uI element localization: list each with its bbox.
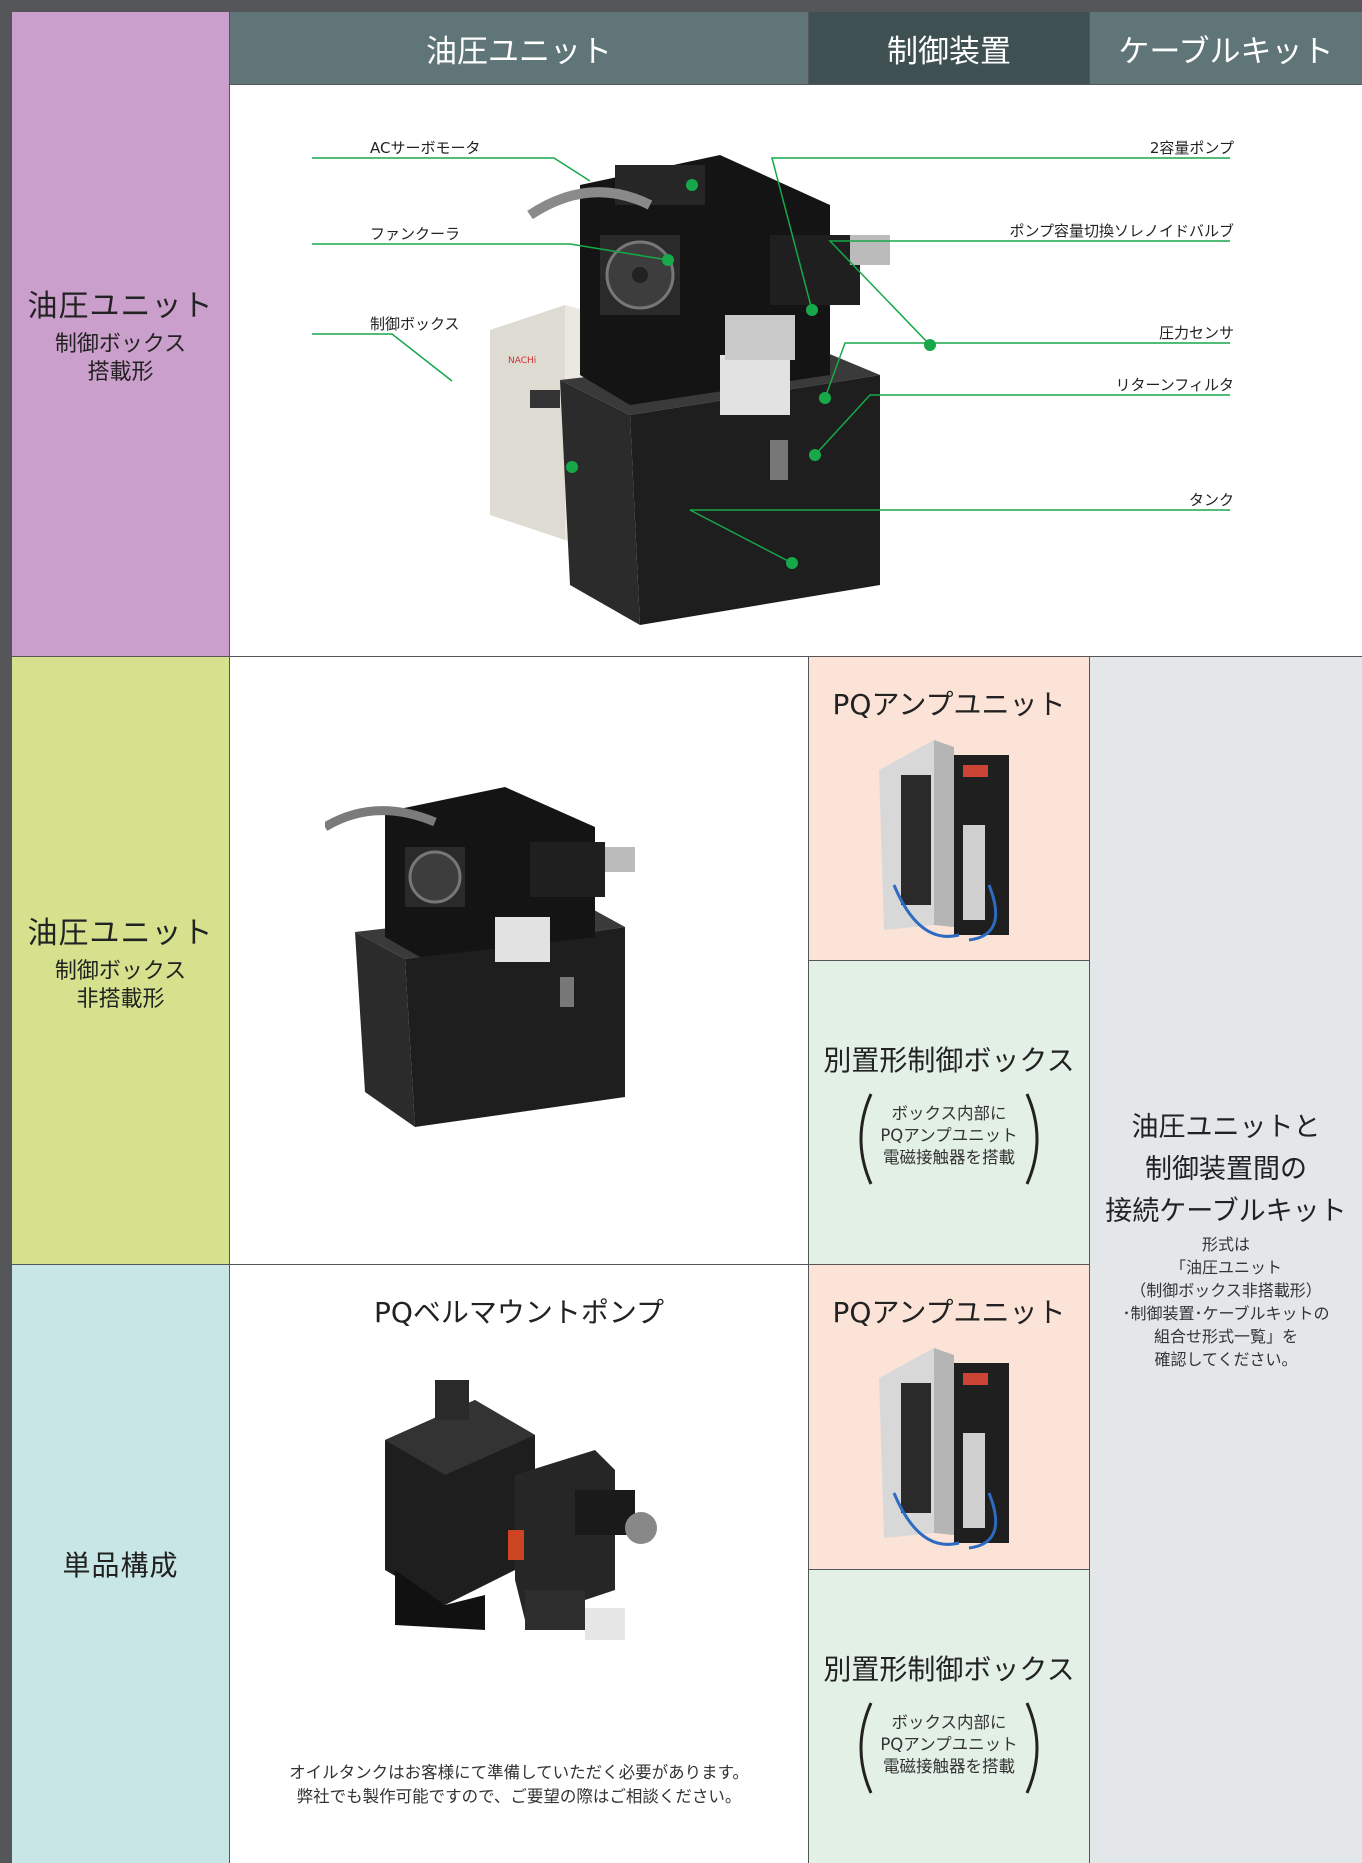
header-hydraulic-unit: 油圧ユニット — [230, 12, 808, 84]
cable-note-line-1: 形式は — [1201, 1235, 1250, 1254]
cable-title-line-3: 接続ケーブルキット — [1105, 1196, 1347, 1227]
amp-unit-image-row2 — [879, 740, 1009, 942]
box-note-line-1: ボックス内部に — [891, 1713, 1007, 1732]
separate-box-title-row3: 別置形制御ボックス — [823, 1653, 1075, 1686]
header-cable-label: ケーブルキット — [1118, 33, 1334, 70]
cable-note-line-5: 組合せ形式一覧」を — [1153, 1327, 1298, 1346]
svg-text:NACHi: NACHi — [508, 356, 536, 366]
cable-title-line-1: 油圧ユニットと — [1131, 1112, 1321, 1143]
amp-unit-title-row3: PQアンプユニット — [832, 1296, 1066, 1329]
parenthesis-icon — [859, 1702, 1039, 1794]
separate-box-note-row2: ボックス内部に PQアンプユニット 電磁接触器を搭載 — [849, 1089, 1049, 1189]
callout-tank: タンク — [1188, 491, 1234, 509]
header-cable-kit: ケーブルキット — [1090, 12, 1362, 84]
amp-unit-title-row2: PQアンプユニット — [832, 688, 1066, 721]
callout-solenoid-valve: ポンプ容量切換ソレノイドバルブ — [1009, 222, 1234, 240]
row-label-single-components: 単品構成 — [12, 1265, 229, 1863]
cable-note-line-4: ･制御装置･ケーブルキットの — [1122, 1304, 1330, 1323]
callout-pressure-sensor: 圧力センサ — [1158, 324, 1234, 342]
callout-control-box: 制御ボックス — [370, 315, 460, 333]
row1-main-label: 油圧ユニット — [27, 289, 214, 324]
callout-ac-servo-motor: ACサーボモータ — [370, 139, 481, 157]
pump-note-line-1: オイルタンクはお客様にて準備していただく必要があります。 — [289, 1763, 749, 1782]
callout-lines — [312, 157, 1230, 564]
cable-kit-cell: 油圧ユニットと 制御装置間の 接続ケーブルキット 形式は 「油圧ユニット （制御… — [1090, 657, 1362, 1863]
hydraulic-unit-with-box-image: NACHi — [490, 155, 936, 625]
separate-box-note-row3: ボックス内部に PQアンプユニット 電磁接触器を搭載 — [849, 1698, 1049, 1798]
row-label-box-separate: 油圧ユニット 制御ボックス 非搭載形 — [12, 657, 229, 1264]
box-note-line-3: 電磁接触器を搭載 — [883, 1148, 1015, 1167]
hydraulic-unit-image — [325, 787, 635, 1127]
amp-unit-image-row3 — [879, 1348, 1009, 1550]
box-note-line-3: 電磁接触器を搭載 — [883, 1757, 1015, 1776]
pump-note-line-2: 弊社でも製作可能ですので、ご要望の際はご相談ください。 — [296, 1787, 742, 1806]
row3-main-label: 単品構成 — [62, 1549, 179, 1582]
callout-fan-cooler: ファンクーラ — [370, 225, 461, 243]
row2-sub-label-2: 非搭載形 — [76, 986, 165, 1012]
cable-note-line-2: 「油圧ユニット — [1169, 1258, 1282, 1277]
separate-box-cell-row2: 別置形制御ボックス ボックス内部に PQアンプユニット 電磁接触器を搭載 — [809, 961, 1089, 1264]
bell-mount-pump-cell: PQベルマウントポンプ オイルタンクはお客様にて準備していただく必要があります。… — [230, 1265, 808, 1863]
mounted-unit-diagram: NACHi — [230, 85, 1362, 656]
cable-note-line-6: 確認してください。 — [1154, 1350, 1298, 1369]
separate-box-cell-row3: 別置形制御ボックス ボックス内部に PQアンプユニット 電磁接触器を搭載 — [809, 1570, 1089, 1863]
cable-note-line-3: （制御ボックス非搭載形） — [1130, 1281, 1322, 1300]
callout-return-filter: リターンフィルタ — [1115, 376, 1234, 394]
box-note-line-1: ボックス内部に — [891, 1104, 1007, 1123]
amp-unit-cell-row3: PQアンプユニット — [809, 1265, 1089, 1569]
row2-sub-label-1: 制御ボックス — [54, 958, 187, 984]
cable-title-line-2: 制御装置間の — [1145, 1154, 1307, 1185]
callout-two-capacity-pump: 2容量ポンプ — [1149, 139, 1234, 157]
header-hydraulic-label: 油圧ユニット — [426, 33, 612, 70]
cable-kit-note: 形式は 「油圧ユニット （制御ボックス非搭載形） ･制御装置･ケーブルキットの … — [1090, 1233, 1362, 1371]
row1-sub-label-2: 搭載形 — [87, 360, 154, 385]
bell-mount-pump-image — [385, 1380, 657, 1640]
row1-sub-label-1: 制御ボックス — [54, 332, 187, 357]
amp-unit-cell-row2: PQアンプユニット — [809, 657, 1089, 960]
bell-mount-pump-title: PQベルマウントポンプ — [373, 1296, 665, 1329]
parenthesis-icon — [859, 1093, 1039, 1185]
box-note-line-2: PQアンプユニット — [880, 1735, 1018, 1754]
header-control-device: 制御装置 — [809, 12, 1089, 84]
row-label-box-mounted: 油圧ユニット 制御ボックス 搭載形 — [12, 12, 229, 656]
header-control-label: 制御装置 — [887, 33, 1011, 70]
separate-box-title-row2: 別置形制御ボックス — [823, 1044, 1075, 1077]
separate-unit-cell — [230, 657, 808, 1264]
box-note-line-2: PQアンプユニット — [880, 1126, 1018, 1145]
cable-kit-title: 油圧ユニットと 制御装置間の 接続ケーブルキット — [1090, 1107, 1362, 1233]
pump-note: オイルタンクはお客様にて準備していただく必要があります。 弊社でも製作可能ですの… — [230, 1761, 808, 1809]
row2-main-label: 油圧ユニット — [27, 915, 214, 951]
